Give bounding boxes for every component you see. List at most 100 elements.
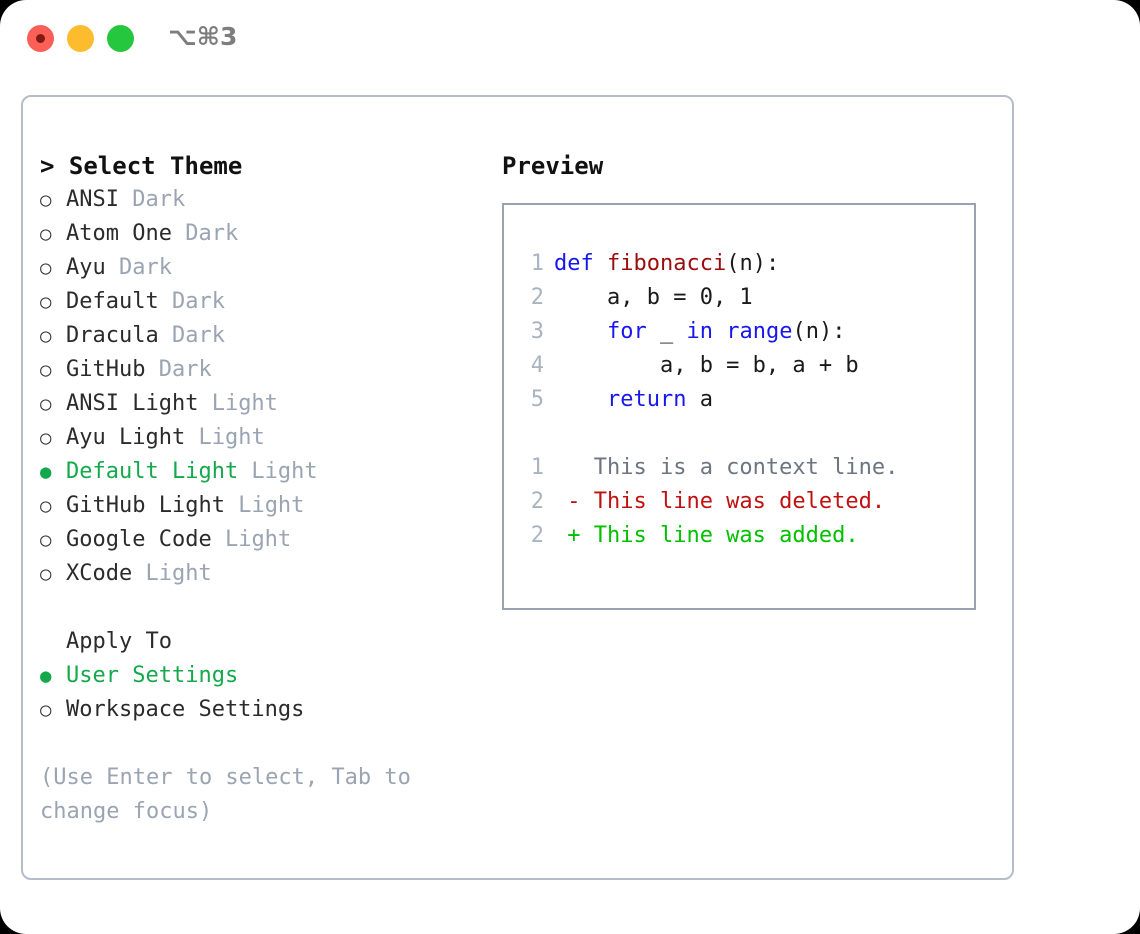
theme-name-label: GitHub Light bbox=[66, 493, 225, 518]
radio-unselected-icon[interactable]: ○ bbox=[40, 529, 52, 551]
code-token bbox=[554, 319, 607, 344]
code-line: 2 a, b = 0, 1 bbox=[516, 281, 966, 315]
radio-unselected-icon[interactable]: ○ bbox=[40, 291, 52, 313]
theme-list-item[interactable]: ○Default Dark bbox=[40, 285, 500, 319]
radio-unselected-icon[interactable]: ○ bbox=[40, 223, 52, 245]
apply-to-option[interactable]: ● User Settings bbox=[40, 659, 500, 693]
apply-to-options[interactable]: ● User Settings ○Workspace Settings bbox=[40, 659, 500, 727]
close-button-icon[interactable] bbox=[27, 25, 54, 52]
radio-unselected-icon[interactable]: ○ bbox=[40, 325, 52, 347]
diff-line: 2 - This line was deleted. bbox=[516, 485, 966, 519]
theme-category-tag: Light bbox=[132, 561, 212, 586]
select-theme-heading: > Select Theme bbox=[40, 152, 243, 180]
line-number: 5 bbox=[530, 387, 544, 412]
apply-to-section: Apply To ● User Settings ○Workspace Settin… bbox=[40, 625, 500, 727]
theme-list-item[interactable]: ○ Dracula Dark bbox=[40, 319, 500, 353]
theme-list-item[interactable]: ○ANSI Dark bbox=[40, 183, 500, 217]
line-number: 2 bbox=[530, 489, 544, 514]
code-token: (n): bbox=[792, 319, 846, 344]
code-line: 5 return a bbox=[516, 383, 966, 417]
radio-unselected-icon[interactable]: ○ bbox=[40, 427, 52, 449]
keyboard-hint-text: (Use Enter to select, Tab to change focu… bbox=[40, 765, 425, 824]
theme-list-item[interactable]: ○ Ayu Dark bbox=[40, 251, 500, 285]
theme-list-item[interactable]: ○ GitHub Light Light bbox=[40, 489, 500, 523]
theme-list-item[interactable]: ○ XCode Light bbox=[40, 557, 500, 591]
theme-list-item[interactable]: ○ANSI Light Light bbox=[40, 387, 500, 421]
code-line: 4 a, b = b, a + b bbox=[516, 349, 966, 383]
theme-name-label: Ayu Light bbox=[66, 425, 186, 450]
theme-list-item[interactable]: ● Default Light Light bbox=[40, 455, 500, 489]
theme-name-label: Google Code bbox=[66, 527, 212, 552]
window-controls bbox=[27, 25, 134, 52]
radio-unselected-icon[interactable]: ○ bbox=[40, 393, 52, 415]
line-number: 2 bbox=[530, 523, 544, 548]
radio-unselected-icon[interactable]: ○ bbox=[40, 699, 52, 721]
code-token: a bbox=[686, 387, 713, 412]
theme-list-item[interactable]: ○ Google Code Light bbox=[40, 523, 500, 557]
theme-category-tag: Light bbox=[238, 459, 318, 484]
theme-category-tag: Light bbox=[211, 527, 292, 552]
diff-line: 2 + This line was added. bbox=[516, 519, 966, 553]
apply-to-option-label: User Settings bbox=[66, 663, 239, 688]
theme-list-item[interactable]: ○Atom One Dark bbox=[40, 217, 500, 251]
radio-selected-icon[interactable]: ● bbox=[40, 665, 52, 687]
code-line: 3 for _ in range(n): bbox=[516, 315, 966, 349]
code-token: a, b = 0, 1 bbox=[554, 285, 753, 310]
theme-name-label: Dracula bbox=[66, 323, 159, 348]
theme-name-label: Atom One bbox=[66, 221, 172, 246]
maximize-button-icon[interactable] bbox=[107, 25, 134, 52]
theme-category-tag: Light bbox=[185, 425, 265, 450]
theme-name-label: XCode bbox=[66, 561, 133, 586]
code-spacer bbox=[516, 417, 966, 451]
preview-heading: Preview bbox=[502, 152, 604, 180]
theme-list-item[interactable]: ○ Ayu Light Light bbox=[40, 421, 500, 455]
radio-unselected-icon[interactable]: ○ bbox=[40, 257, 52, 279]
radio-unselected-icon[interactable]: ○ bbox=[40, 563, 52, 585]
radio-unselected-icon[interactable]: ○ bbox=[40, 359, 52, 381]
line-number: 4 bbox=[530, 353, 544, 378]
theme-picker-column: > Select Theme ○ANSI Dark○Atom One Dark○… bbox=[40, 149, 500, 829]
line-number: 2 bbox=[530, 285, 544, 310]
code-token: def bbox=[554, 251, 607, 276]
theme-name-label: GitHub bbox=[66, 357, 146, 382]
code-token: for bbox=[606, 319, 647, 344]
code-token: range bbox=[726, 319, 793, 344]
theme-category-tag: Light bbox=[224, 493, 305, 518]
code-token: a, b = b, a + b bbox=[554, 353, 859, 378]
title-bar: ⌥⌘3 bbox=[0, 0, 1140, 78]
theme-category-tag: Dark bbox=[158, 323, 225, 348]
code-line-text: return a bbox=[544, 383, 713, 417]
line-number: 1 bbox=[530, 455, 544, 480]
keyboard-shortcut-label: ⌥⌘3 bbox=[168, 22, 238, 51]
minimize-button-icon[interactable] bbox=[67, 25, 94, 52]
main-panel: > Select Theme ○ANSI Dark○Atom One Dark○… bbox=[21, 95, 1014, 880]
theme-name-label: Ayu bbox=[66, 255, 106, 280]
code-token bbox=[713, 319, 726, 344]
theme-category-tag: Light bbox=[198, 391, 278, 416]
theme-list-item[interactable]: ○ GitHub Dark bbox=[40, 353, 500, 387]
code-line-text: a, b = 0, 1 bbox=[544, 281, 753, 315]
code-line-text: def fibonacci(n): bbox=[544, 247, 779, 281]
apply-to-heading: Apply To bbox=[66, 629, 172, 654]
radio-unselected-icon[interactable]: ○ bbox=[40, 189, 52, 211]
radio-unselected-icon[interactable]: ○ bbox=[40, 495, 52, 517]
line-number: 3 bbox=[530, 319, 544, 344]
theme-category-tag: Dark bbox=[105, 255, 172, 280]
apply-to-option[interactable]: ○Workspace Settings bbox=[40, 693, 500, 727]
code-token: _ bbox=[646, 319, 687, 344]
code-token: fibonacci bbox=[606, 251, 727, 276]
theme-name-label: ANSI bbox=[66, 187, 119, 212]
theme-category-tag: Dark bbox=[145, 357, 212, 382]
theme-list[interactable]: ○ ANSI Dark ○ Atom One Dark ○ Ayu Dark ○ Defaul… bbox=[40, 183, 500, 591]
radio-selected-icon[interactable]: ● bbox=[40, 461, 52, 483]
diff-line: 1 This is a context line. bbox=[516, 451, 966, 485]
diff-line-text: This is a context line. bbox=[554, 455, 899, 480]
theme-name-label: Default bbox=[66, 289, 159, 314]
code-token: (n): bbox=[726, 251, 780, 276]
theme-name-label: Default Light bbox=[66, 459, 239, 484]
